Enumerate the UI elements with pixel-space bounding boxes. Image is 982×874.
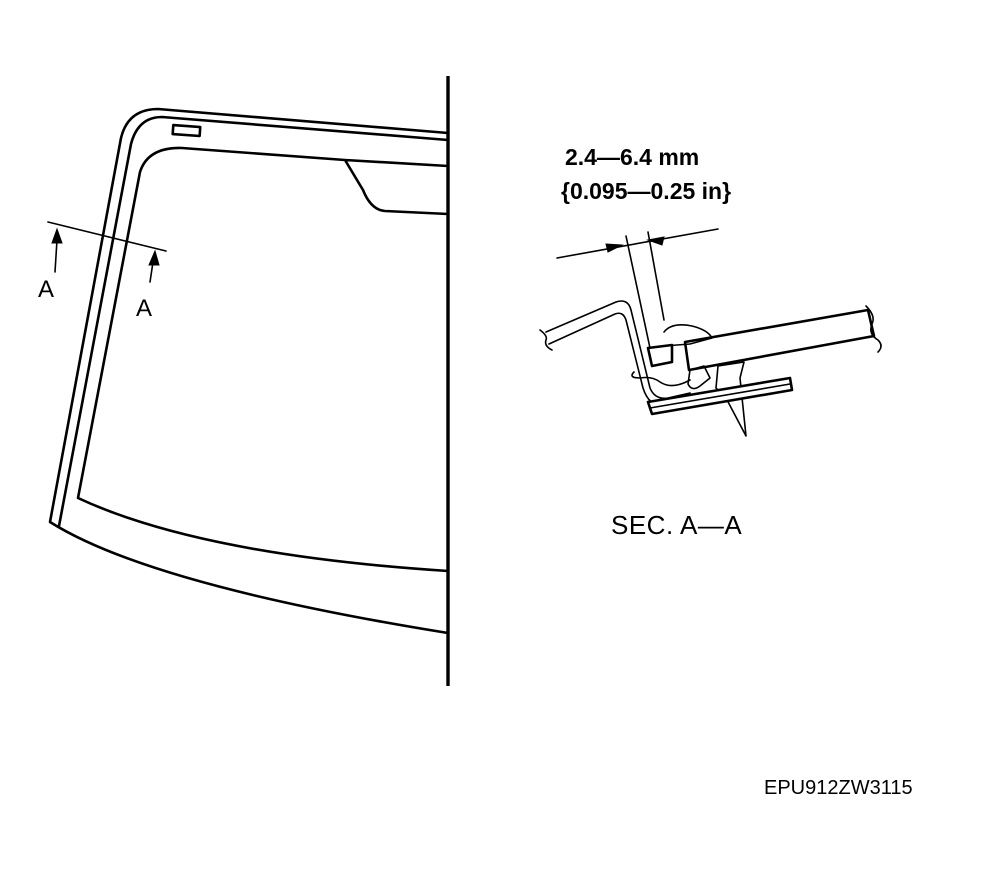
moulding-inner-line [57,115,450,528]
flange-inner-line [649,383,791,409]
extension-line-left [625,235,651,349]
panel-break-left [539,329,553,351]
section-cut-line [47,221,167,252]
dimension-arrowhead-right [646,236,665,246]
glass-break-right [865,305,882,353]
ceramic-band-inner-edge [76,146,450,573]
dimension-imperial-label: {0.095—0.25 in} [561,178,732,204]
section-arrowhead-right [148,249,160,266]
section-marker-left: A [38,276,55,303]
section-detail [539,228,882,437]
section-marker-right: A [136,295,153,322]
section-arrow-left [54,239,58,273]
adhesive-bead [663,324,713,347]
vin-label-rectangle [171,123,202,138]
dimension-line [556,228,719,259]
spacer-dam [687,365,711,390]
sealer-blob [631,371,691,387]
section-arrowhead-left [51,227,63,244]
fastener-clip [715,361,747,437]
dimension-metric-label: 2.4—6.4 mm [565,144,700,170]
section-title: SEC. A—A [611,510,743,540]
moulding-lip [646,343,674,368]
body-panel-outer [545,300,691,400]
extension-line-right [647,231,665,321]
body-panel-inner [548,312,701,408]
dimension-arrowhead-left [605,243,624,253]
glass-pane [683,308,876,372]
figure-code: EPU912ZW3115 [764,777,913,799]
windshield-outer-edge [48,107,450,635]
